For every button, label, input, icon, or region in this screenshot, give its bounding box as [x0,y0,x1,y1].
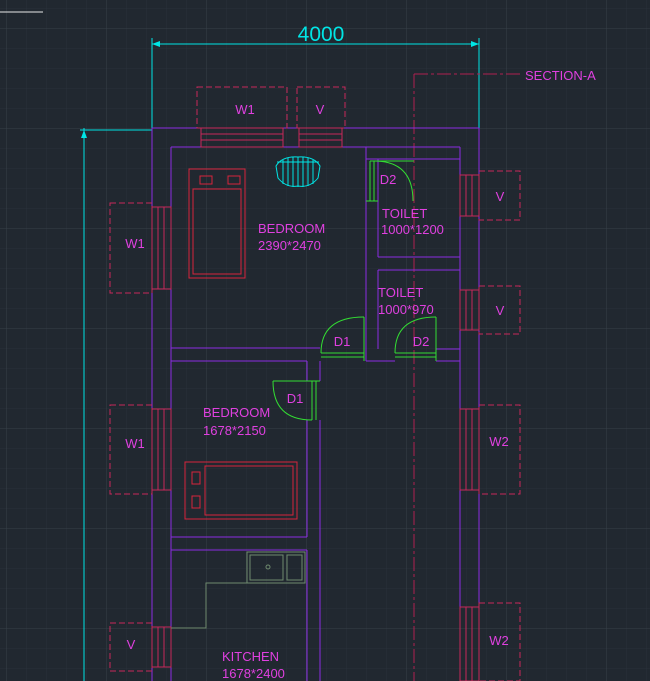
window-label: V [127,637,136,652]
window-label: W2 [489,633,509,648]
door-label: D2 [380,172,397,187]
room-name: BEDROOM [258,221,325,236]
doors [272,160,437,421]
room-name: BEDROOM [203,405,270,420]
window-label: V [316,102,325,117]
section-line [413,73,522,681]
width-dimension [151,38,480,128]
room-name: KITCHEN [222,649,279,664]
room-size: 1678*2150 [203,423,266,438]
window-label: W1 [235,102,255,117]
window-label: W1 [125,236,145,251]
door-label: D2 [413,334,430,349]
window-label: W1 [125,436,145,451]
window-w2-right-1 [478,404,521,495]
room-name: TOILET [378,285,423,300]
room-size: 2390*2470 [258,238,321,253]
door-d1-bedroom-2 [272,380,320,421]
door-d1-bedroom-1 [320,316,365,361]
bed-2 [184,461,298,520]
kitchen-sink [171,551,306,629]
door-label: D1 [287,391,304,406]
desk-chair [275,156,321,187]
door-labels: D2 D1 D2 D1 [287,172,430,406]
room-size: 1000*1200 [381,222,444,237]
bed-1 [188,168,246,279]
section-label: SECTION-A [525,68,596,83]
room-size: 1678*2400 [222,666,285,681]
window-labels: W1 V W1 V V W1 W2 V W2 [125,102,509,652]
door-d2-top [366,160,414,202]
windows [109,86,521,681]
height-dimension [80,128,152,681]
door-d2-bottom [394,316,437,361]
width-dimension-label: 4000 [298,23,345,46]
door-label: D1 [334,334,351,349]
window-label: W2 [489,434,509,449]
room-labels: BEDROOM 2390*2470 TOILET 1000*1200 TOILE… [203,206,444,681]
room-size: 1000*970 [378,302,434,317]
window-label: V [496,303,505,318]
room-name: TOILET [382,206,427,221]
window-label: V [496,189,505,204]
